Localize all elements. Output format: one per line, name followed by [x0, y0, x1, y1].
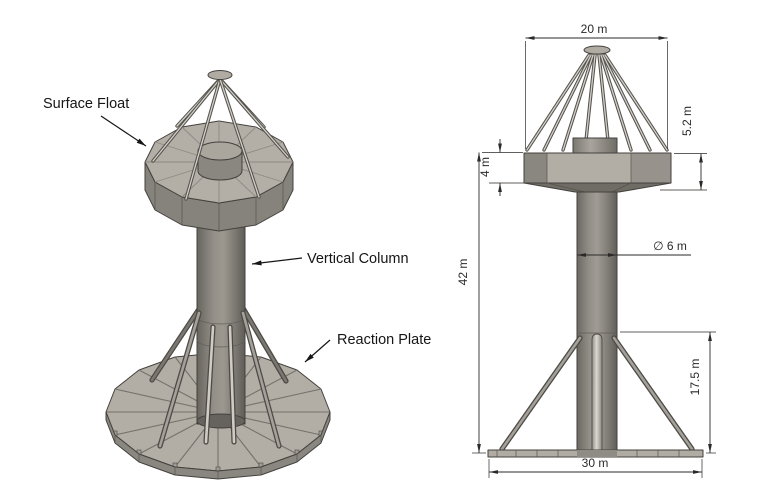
- surface-float-3d: [144, 70, 294, 232]
- iso-callouts: Surface Float Vertical Column Reaction P…: [43, 96, 431, 363]
- vertical-column-3d: [196, 225, 246, 429]
- elev-apex-cap: [583, 45, 611, 55]
- dim-column-diameter: ∅ 6 m: [653, 239, 687, 253]
- elev-lower-struts: [499, 333, 695, 452]
- dim-top-width: 20 m: [581, 22, 608, 36]
- iso-view: Surface Float Vertical Column Reaction P…: [43, 70, 431, 480]
- elevation-view: 20 m 5.2 m 4 m 42 m ∅ 6 m 17.5 m: [456, 22, 716, 478]
- rear-struts: [149, 300, 289, 384]
- dim-column-height: 42 m: [456, 259, 470, 286]
- elev-cone-struts: [525, 45, 669, 152]
- vertical-column-label: Vertical Column: [307, 251, 409, 267]
- reaction-plate-rim-facets: [114, 435, 322, 479]
- elev-float-chamfer: [523, 182, 672, 193]
- float-rim-facets: [154, 182, 284, 231]
- float-center-cylinder-top: [197, 141, 243, 161]
- front-struts: [157, 310, 282, 449]
- float-cone-struts: [151, 77, 290, 201]
- surface-float-label: Surface Float: [43, 96, 129, 112]
- dim-float-height: 5.2 m: [680, 106, 694, 136]
- dim-base-width: 30 m: [582, 456, 609, 470]
- surface-float-leader-arrow: [100, 115, 147, 147]
- elev-dimensions: 20 m 5.2 m 4 m 42 m ∅ 6 m 17.5 m: [456, 22, 716, 478]
- vertical-column-leader-arrow: [251, 257, 303, 266]
- elev-front-strut-tube: [591, 333, 603, 452]
- dim-float-side-height: 4 m: [478, 157, 492, 177]
- elev-surface-float: [523, 137, 672, 193]
- dim-strut-section-height: 17.5 m: [688, 359, 702, 396]
- elev-base-plate: [487, 449, 704, 458]
- float-apex-cap: [207, 70, 233, 80]
- reaction-plate-leader-arrow: [304, 339, 331, 363]
- elev-center-cylinder: [572, 137, 618, 154]
- reaction-plate-label: Reaction Plate: [337, 332, 431, 348]
